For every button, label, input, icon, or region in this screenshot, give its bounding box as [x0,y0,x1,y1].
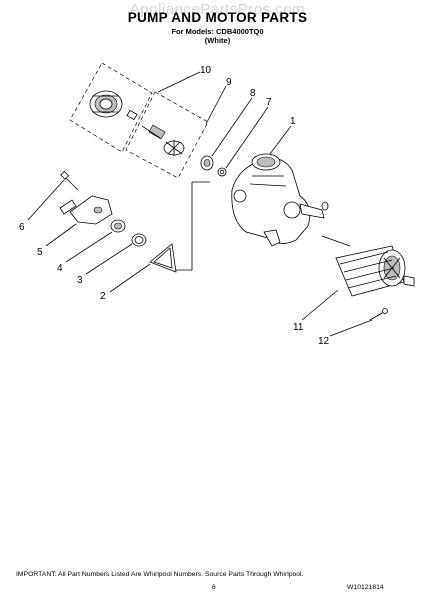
part-10-filter-assembly [89,90,138,121]
part-11-motor [321,235,415,297]
part-3-o-ring [131,233,147,247]
watermark: AppliancePartsPros.com [129,1,306,18]
part-7-washer [217,167,227,177]
callout-3: 3 [77,275,83,286]
callout-2: 2 [100,291,106,302]
part-5-diverter [59,195,113,225]
color-note: (White) [204,36,231,45]
callout-numbers: 10 9 8 7 1 6 5 4 3 2 11 12 [19,65,330,347]
leader-lines [27,71,373,337]
part-2-triangle-seal [149,243,177,273]
callout-11: 11 [293,322,304,333]
part-12-motor-screw [369,308,388,321]
page-title: PUMP AND MOTOR PARTS [127,10,308,25]
part-9-impeller [141,124,185,156]
callout-6: 6 [19,222,25,233]
callout-5: 5 [37,247,43,258]
part-6-screw [60,170,79,191]
callout-9: 9 [226,77,232,88]
document-number: W10121814 [347,584,384,591]
footer-note: IMPORTANT: All Part Numbers Listed Are W… [16,571,304,578]
callout-1: 1 [290,116,296,127]
models-line: For Models: CDB4000TQ0 [171,27,264,36]
part-4-gasket [110,219,126,233]
callout-10: 10 [200,65,212,76]
dashed-group-box [69,62,210,271]
callout-8: 8 [250,88,256,99]
page-number: 6 [212,584,216,591]
callout-12: 12 [318,336,330,347]
callout-4: 4 [57,263,63,274]
part-1-pump-housing [231,153,329,247]
part-8-seal [200,155,214,171]
callout-7: 7 [266,97,272,108]
